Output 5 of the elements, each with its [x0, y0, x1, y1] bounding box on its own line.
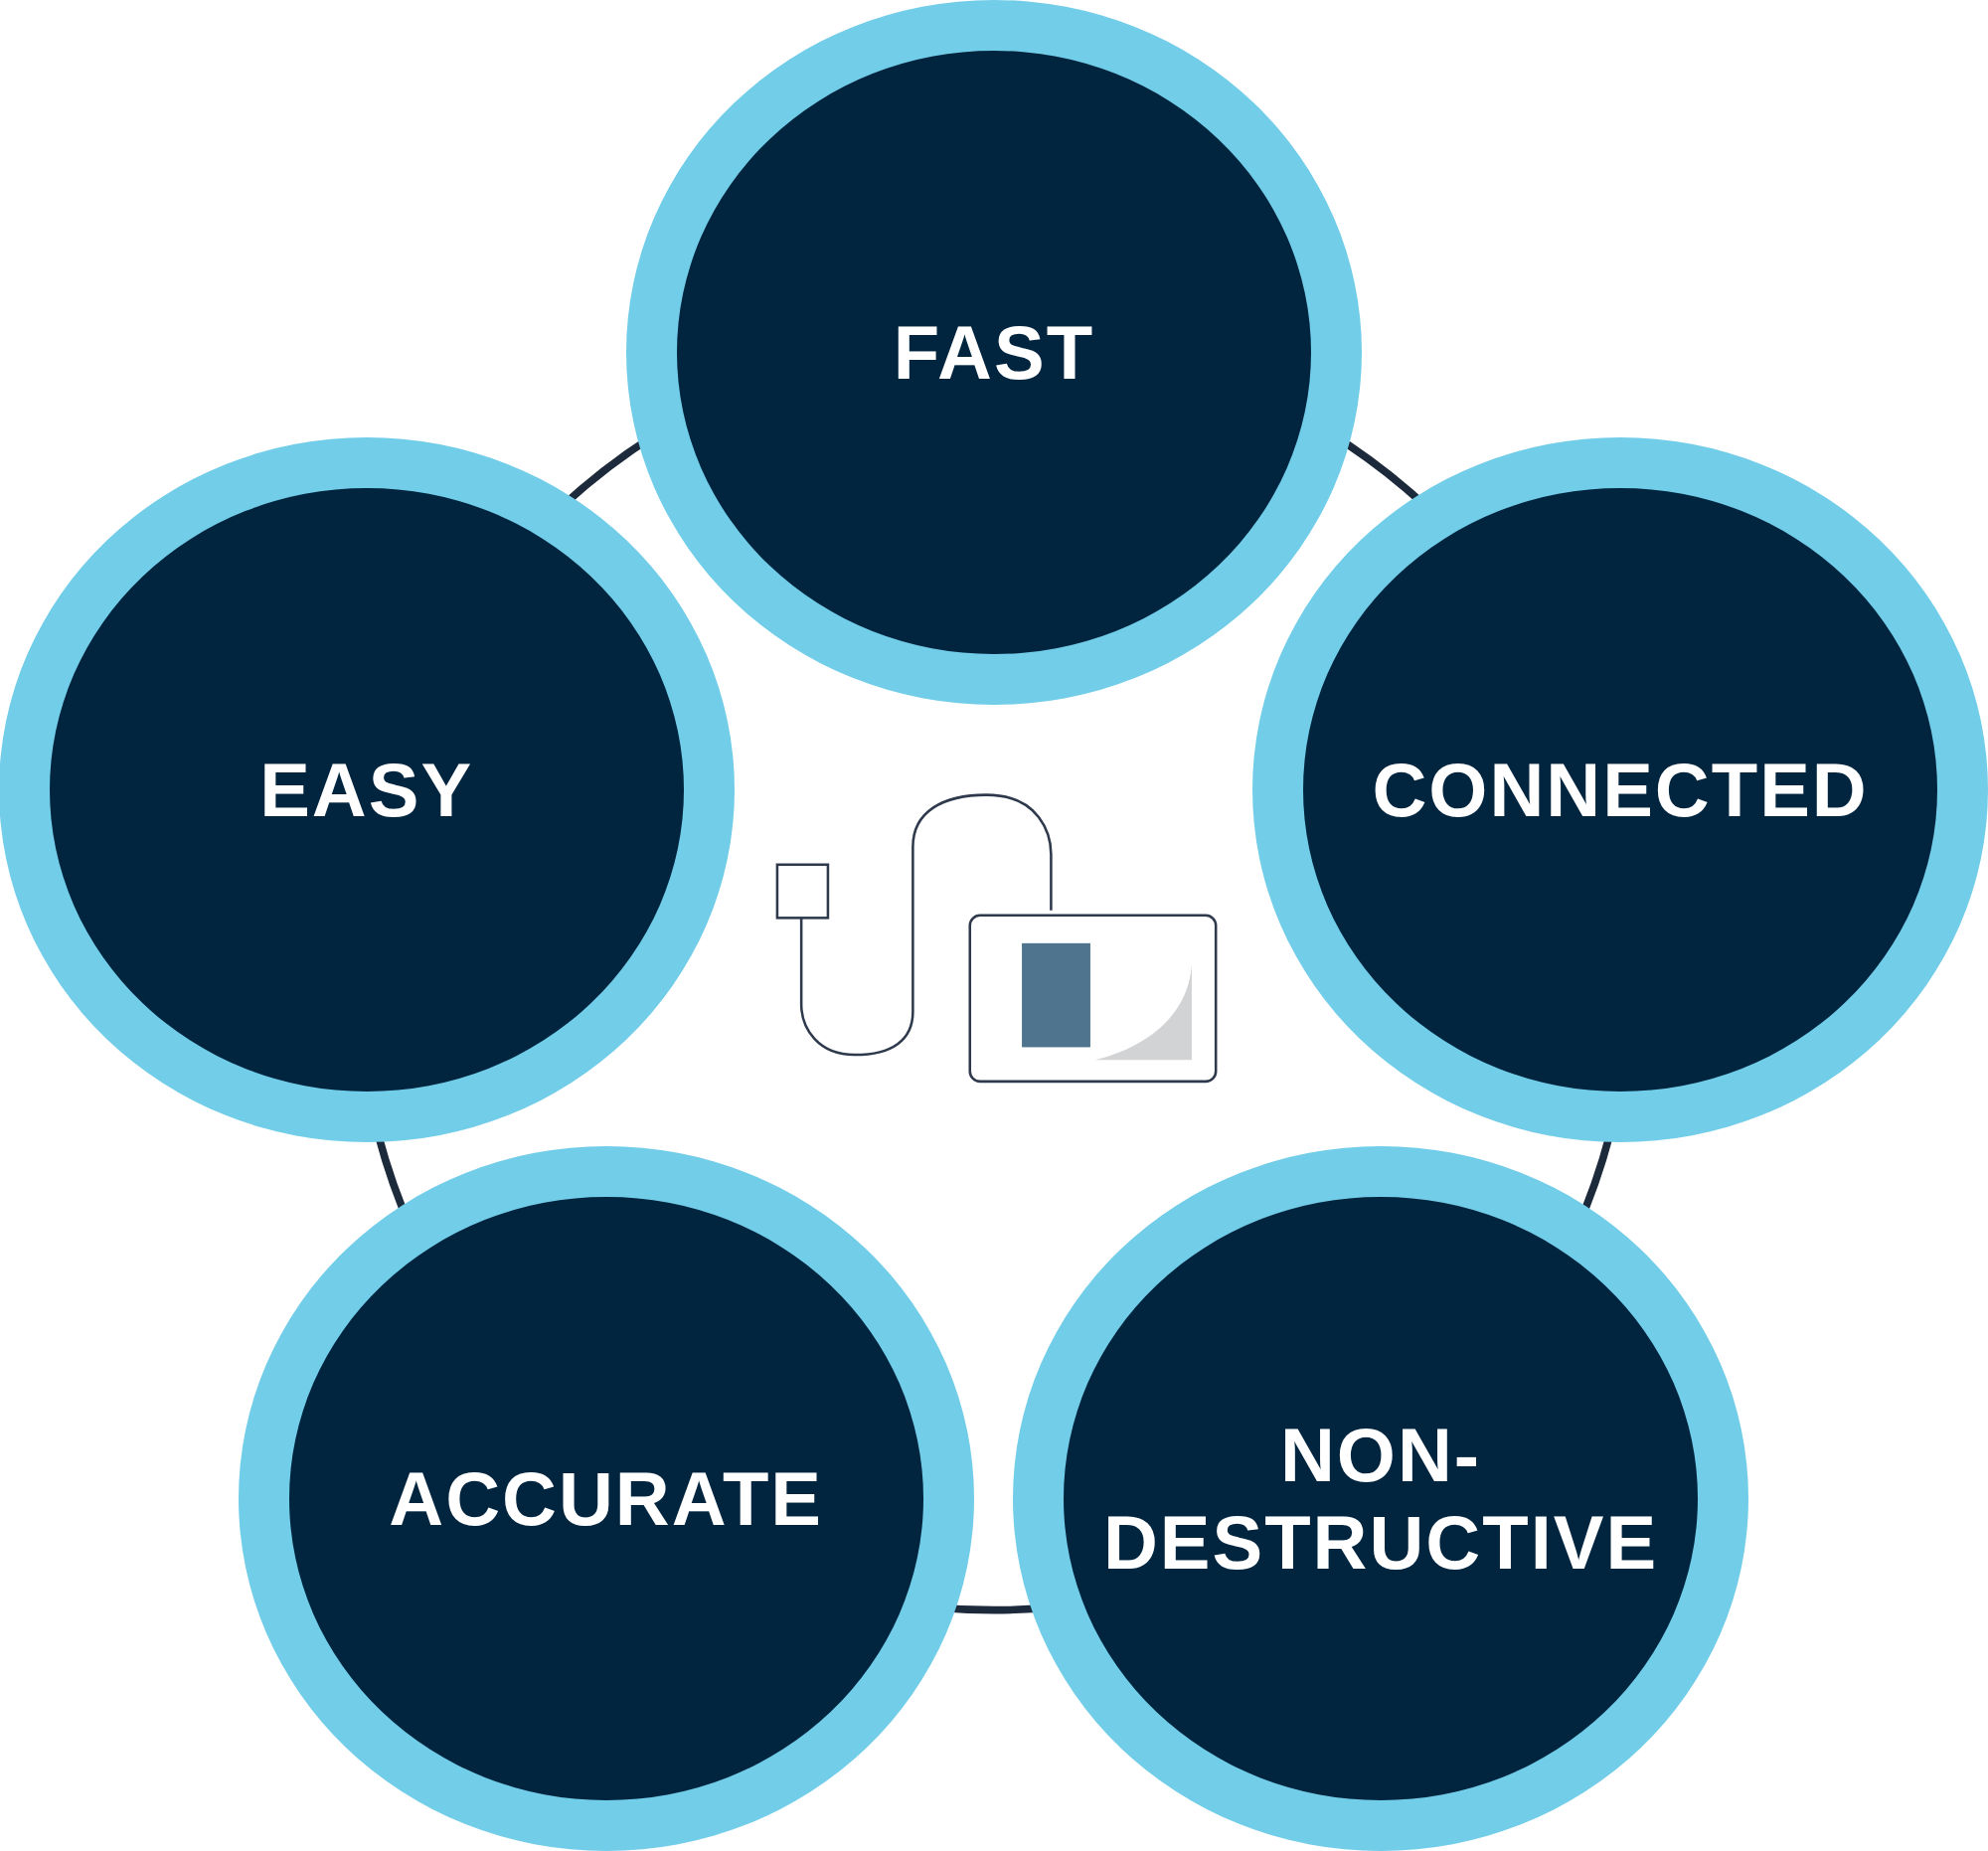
node-label: NON-DESTRUCTIVE — [1102, 1412, 1659, 1586]
node-label: EASY — [259, 746, 474, 834]
node-label: CONNECTED — [1372, 746, 1869, 834]
node-label: FAST — [893, 308, 1095, 397]
node-label: ACCURATE — [389, 1454, 824, 1543]
